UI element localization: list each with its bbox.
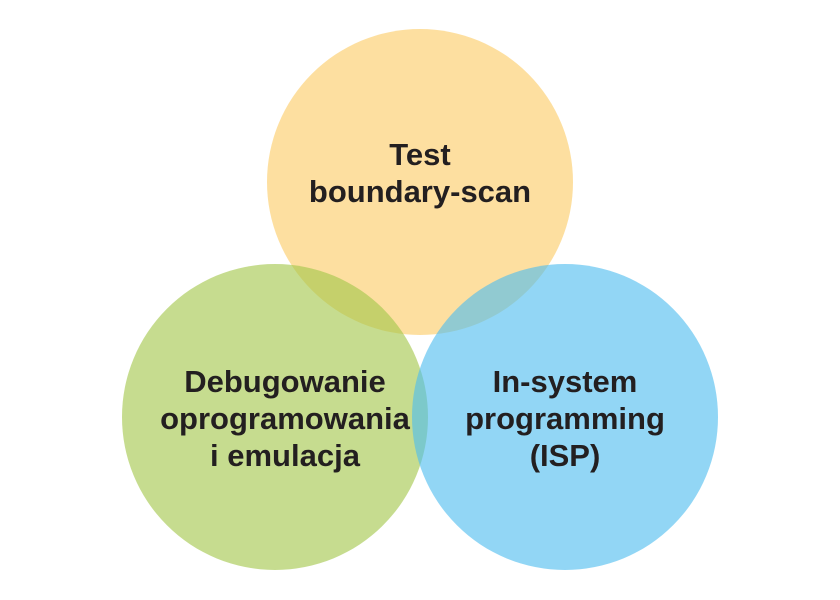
label-isp: In-system programming (ISP) bbox=[420, 363, 710, 474]
circle-debugowanie bbox=[122, 264, 428, 570]
label-line: Test bbox=[389, 137, 451, 172]
circle-test-boundary-scan bbox=[267, 29, 573, 335]
label-line: i emulacja bbox=[210, 438, 360, 473]
label-line: In-system bbox=[492, 364, 638, 399]
label-test-boundary-scan: Test boundary-scan bbox=[270, 136, 570, 210]
label-line: boundary-scan bbox=[308, 174, 532, 209]
circle-isp bbox=[412, 264, 718, 570]
label-line: Debugowanie bbox=[184, 364, 386, 399]
label-line: programming bbox=[465, 401, 665, 436]
label-line: (ISP) bbox=[529, 438, 601, 473]
label-debugowanie: Debugowanie oprogramowania i emulacja bbox=[130, 363, 440, 474]
label-line: oprogramowania bbox=[160, 401, 410, 436]
